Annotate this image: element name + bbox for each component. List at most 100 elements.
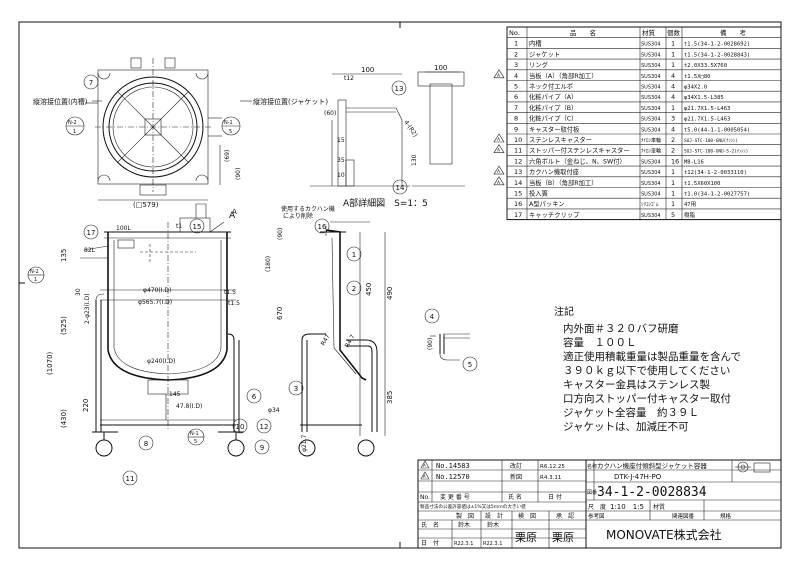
parts-row-no: 8 (514, 115, 518, 123)
spec-label: 規格 (720, 512, 732, 520)
dim-135: 135 (60, 249, 68, 262)
tolerance-note: 製品寸法の公差許容値は±1%又は5mmの大きい値 (420, 503, 526, 510)
parts-row-name: ステンレスキャスター (529, 135, 592, 144)
revision-triangle-icon (493, 176, 505, 186)
dim-565: φ565.7(I.D) (138, 299, 172, 306)
dim-180: (180) (265, 256, 272, 272)
parts-header-3: 個数 (667, 28, 681, 37)
revision-mark: A (423, 474, 426, 479)
dim-130: 130 (411, 154, 418, 166)
parts-row-qty: 16 (671, 157, 679, 165)
note-line: ３９０ｋｇ以下で使用してください (563, 364, 730, 377)
dim-47: 47.8(I.D) (176, 403, 202, 410)
parts-row-qty: 4 (671, 83, 675, 91)
detail-a-title: A部詳細図 S=1：5 (343, 197, 428, 209)
section-d-top: N-1 (190, 431, 199, 437)
parts-row-name: 内槽 (529, 39, 542, 48)
revision-number: No.12570 (436, 473, 470, 481)
weld-right-label: 縦溶接位置(ジャケット) (253, 97, 328, 106)
parts-row-material: SUS304 (641, 181, 661, 187)
balloon-circle (232, 418, 248, 434)
section-mark-b (221, 116, 241, 136)
parts-row-name: 六角ボルト（金ねじ、N、SW付） (529, 156, 626, 165)
parts-row-no: 9 (514, 125, 518, 133)
parts-row-remark: φ34X2.0 (684, 85, 707, 91)
title-block (417, 459, 782, 549)
balloon-label: 1 (352, 251, 356, 259)
balloon-circle (256, 418, 272, 434)
revision-number: No.14583 (436, 462, 470, 470)
balloon-label: 7 (89, 79, 93, 87)
parts-row-no: 13 (514, 168, 522, 176)
section-mark-d (187, 428, 205, 446)
rev-header-date: 日 付 (548, 493, 562, 501)
note-line: ジャケット全容量 約３９Ｌ (563, 406, 699, 419)
balloon-label: 4 (430, 313, 435, 321)
dim-t15b: t1.5 (228, 300, 240, 307)
parts-row-material: SUS304 (641, 106, 661, 112)
note-line: 内外面＃３２０バフ研磨 (563, 322, 679, 335)
parts-row-material: SUS304 (641, 170, 661, 176)
drawing-label: 図番 (587, 489, 597, 496)
dim-670: 670 (276, 307, 284, 320)
parts-row-name: ジャケット (529, 50, 560, 58)
dim-217: φ21.7 (301, 435, 308, 453)
parts-row-qty: 1 (671, 104, 675, 112)
parts-row-qty: 1 (671, 168, 675, 176)
product-model: DTK-J-47H-PO (614, 473, 662, 481)
parts-row-remark: t1.5(34-1-2-0028692) (684, 42, 750, 48)
company-name: MONOVATE株式会社 (606, 527, 722, 542)
parts-row-material: SUS304 (641, 63, 661, 69)
stamp-2: 栗原 (552, 531, 574, 544)
revision-reason: 新図 (510, 473, 522, 481)
balloon-circle (424, 308, 440, 324)
parts-row-material: SUS304 (641, 117, 661, 123)
arrow-a-label: A (232, 208, 237, 216)
approval-drafter: 製 図 (456, 512, 474, 520)
dim-t12: t12 (344, 75, 354, 82)
vol-label: 100L (116, 225, 131, 232)
note-line: 口方向ストッパー付キャスター取付 (563, 392, 731, 405)
parts-row-name: 化粧パイプ（B） (529, 103, 577, 112)
balloon-circle (392, 179, 408, 195)
section-a-bot: 1 (73, 129, 76, 135)
parts-row-no: 1 (514, 40, 518, 48)
rev-header-name: 氏 名 (508, 493, 522, 501)
dim-60: (60) (324, 110, 336, 117)
parts-row-remark: SUJ-STC-100-GNU-S-2(ﾅﾝｼﾝ) (684, 149, 748, 155)
revision-mark: A (497, 73, 501, 79)
revision-mark: A (497, 169, 501, 175)
balloon-label: 12 (260, 423, 269, 431)
revision-mark: A (423, 463, 426, 468)
dim-r4-7: R4.7 (344, 333, 357, 349)
side-view (298, 221, 386, 457)
balloon-circle (138, 435, 154, 451)
parts-header-4: 備 考 (720, 28, 747, 37)
dim-4r2: 4-(R2) (402, 119, 418, 138)
detail-a-view (310, 71, 465, 187)
balloon-label: 3 (294, 385, 298, 393)
top-view (85, 57, 222, 201)
stamp-1: 栗原 (515, 531, 537, 544)
note-line: 容量 １００Ｌ (563, 336, 637, 349)
parts-header-2: 材質 (642, 28, 656, 37)
parts-row-no: 6 (514, 93, 518, 101)
parts-row-qty: 1 (671, 190, 675, 198)
approval-name-2: 鈴木 (487, 521, 499, 529)
parts-row-qty: 2 (671, 136, 675, 144)
parts-header-0: No. (509, 29, 520, 37)
parts-row-name: 当板（A）（角部R加工） (529, 71, 598, 80)
parts-row-no: 10 (514, 136, 522, 144)
approval-checker: 検 図 (518, 512, 536, 520)
dim-579: (□579) (133, 201, 159, 209)
parts-row-no: 14 (514, 179, 522, 187)
parts-row-name: A型パッキン (529, 199, 565, 208)
parts-row-no: 17 (514, 211, 522, 219)
note-line: キャスター金具はステンレス製 (563, 378, 710, 391)
balloon-circle (288, 380, 304, 396)
balloon-label: 6 (252, 393, 257, 401)
parts-row-no: 16 (514, 200, 522, 208)
parts-row-no: 15 (514, 190, 522, 198)
revision-triangle-icon (420, 471, 430, 480)
